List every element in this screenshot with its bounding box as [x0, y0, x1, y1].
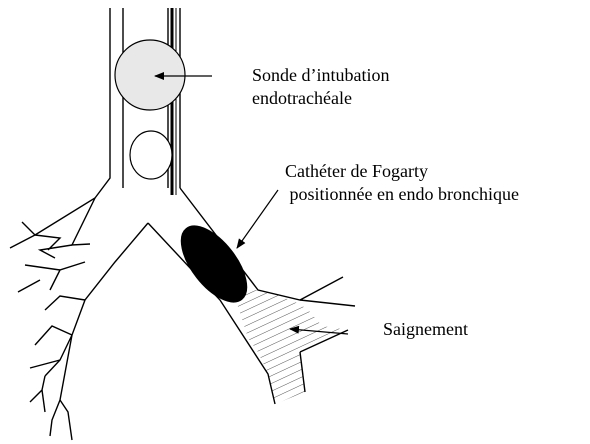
label-saignement-line1: Saignement — [383, 318, 468, 341]
left-branch-14 — [50, 400, 60, 436]
left-branch-7 — [45, 296, 85, 310]
left-branch-11 — [60, 400, 72, 440]
left-branch-4 — [50, 262, 85, 290]
trachea-left-wall — [35, 8, 110, 235]
left-branch-13 — [42, 390, 45, 412]
left-bronchus-inner-wall — [60, 223, 148, 400]
tube-cuff — [115, 40, 185, 110]
label-catheter-line2: positionnée en endo bronchique — [285, 183, 519, 206]
label-endotracheal-tube: Sonde d’intubation endotrachéale — [252, 64, 390, 110]
left-branch-6 — [18, 280, 40, 292]
label-fogarty-catheter: Cathéter de Fogarty positionnée en endo … — [285, 160, 519, 206]
label-bleeding: Saignement — [383, 318, 468, 341]
label-sonde-line1: Sonde d’intubation — [252, 64, 390, 87]
left-bronchus-outer-wall — [10, 235, 35, 248]
arrow-catheter — [237, 190, 278, 248]
label-sonde-line2: endotrachéale — [252, 87, 390, 110]
right-bronchus-upper-wall-branch — [300, 300, 355, 306]
label-catheter-line1: Cathéter de Fogarty — [285, 160, 519, 183]
left-branch-3 — [40, 245, 72, 258]
left-branch-1 — [22, 222, 60, 250]
left-branch-8 — [35, 326, 72, 345]
tube-lumen-ring — [130, 131, 172, 179]
left-branch-5 — [25, 265, 60, 270]
